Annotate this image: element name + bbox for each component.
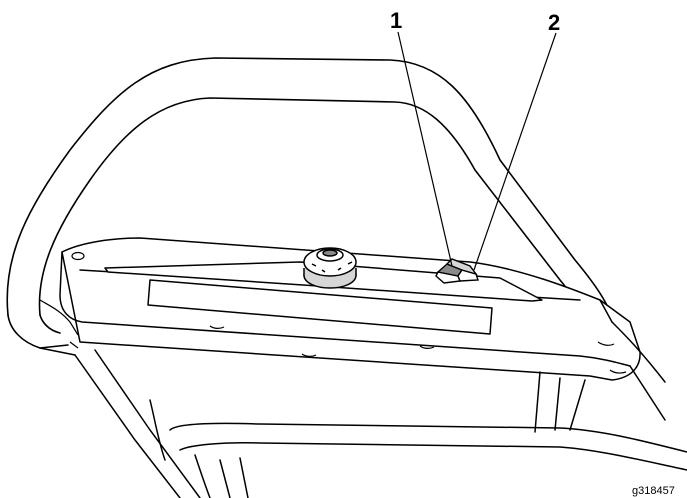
handle-loop xyxy=(6,57,613,356)
callout-2-number: 2 xyxy=(548,10,560,35)
right-tube xyxy=(534,299,666,433)
callout-1-leader xyxy=(397,31,453,267)
figure-id: g318457 xyxy=(632,485,675,497)
lever-right xyxy=(445,258,479,282)
callout-1-number: 1 xyxy=(390,8,402,33)
rotary-knob xyxy=(303,247,357,289)
fasteners xyxy=(39,251,627,374)
left-frame xyxy=(39,344,687,498)
callout-2-leader xyxy=(473,32,557,271)
callout-leaders xyxy=(397,31,557,271)
